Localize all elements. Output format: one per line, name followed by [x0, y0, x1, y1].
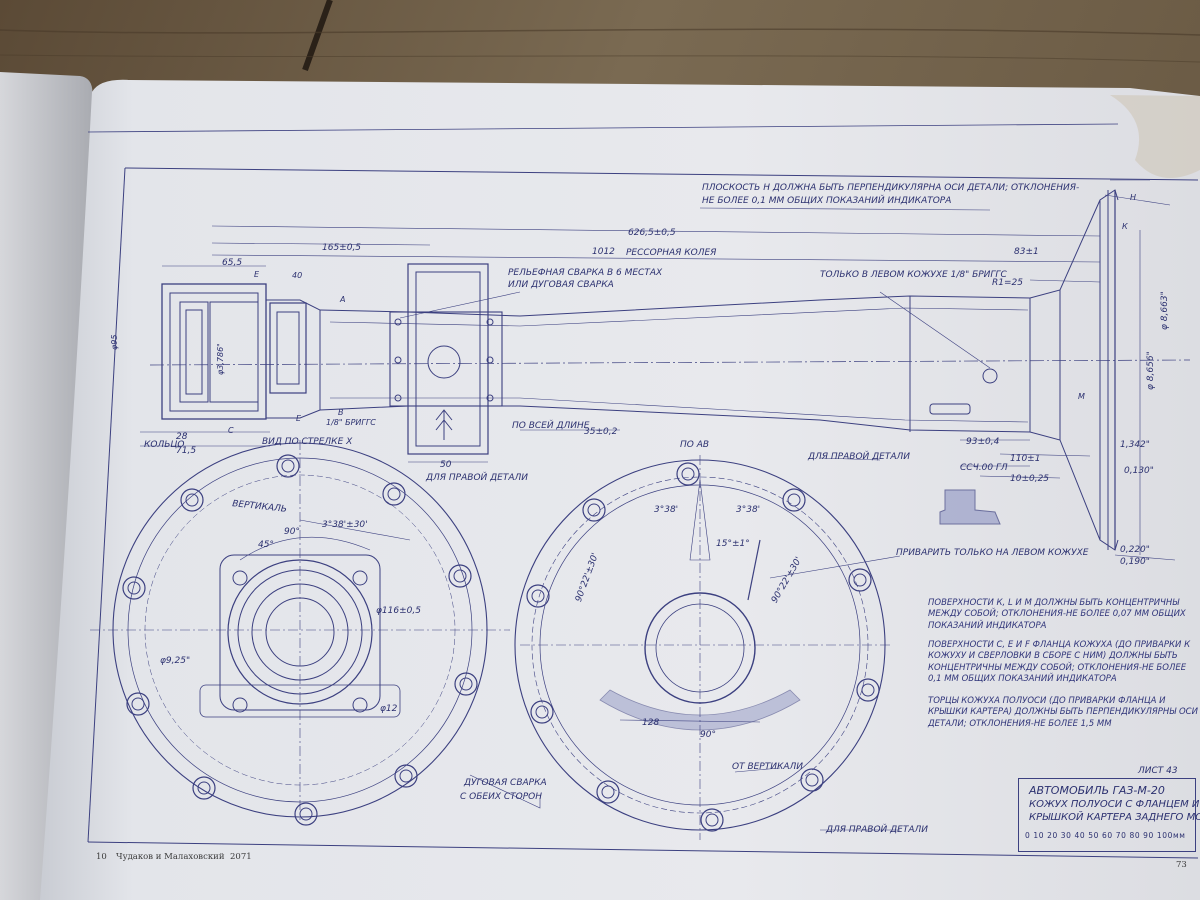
- dim-track: 1012: [592, 247, 615, 257]
- right-part-1: ДЛЯ ПРАВОЙ ДЕТАЛИ: [426, 473, 528, 483]
- right-part-3: ДЛЯ ПРАВОЙ ДЕТАЛИ: [826, 825, 928, 835]
- note-3: ТОРЦЫ КОЖУХА ПОЛУОСИ (ДО ПРИВАРКИ ФЛАНЦА…: [928, 696, 1198, 729]
- weld-label-2: ИЛИ ДУГОВАЯ СВАРКА: [508, 280, 614, 290]
- letter-e-bottom: Е: [296, 414, 302, 423]
- angle-3-38-b2: 3°38': [736, 505, 761, 515]
- view-x-label: ВИД ПО СТРЕЛКЕ X: [262, 437, 353, 447]
- dim-50: 50: [440, 460, 452, 470]
- letter-m: М: [1078, 392, 1085, 401]
- scale-bar: 0 10 20 30 40 50 60 70 80 90 100мм: [1025, 831, 1186, 840]
- dim-110: 110±1: [1010, 454, 1041, 464]
- angle-45: 45°: [258, 540, 274, 550]
- page-number: 73: [1176, 860, 1187, 870]
- dim-d95: φ95: [110, 334, 119, 350]
- note-2: ПОВЕРХНОСТИ С, Е И F ФЛАНЦА КОЖУХА (ДО П…: [928, 640, 1191, 685]
- dim-925: φ9,25": [160, 656, 191, 666]
- dim-65: 65,5: [222, 258, 243, 268]
- note-1: ПОВЕРХНОСТИ К, L И М ДОЛЖНЫ БЫТЬ КОНЦЕНТ…: [928, 598, 1186, 631]
- page-left-number: 10: [96, 852, 107, 862]
- left-only-label: ТОЛЬКО В ЛЕВОМ КОЖУХЕ 1/8" БРИГГС: [820, 270, 1007, 280]
- section-ab-cover: [514, 455, 890, 840]
- letter-e-top: Е: [254, 270, 260, 279]
- dim-overall: 626,5±0,5: [628, 228, 676, 238]
- along-label: ПО ВСЕЙ ДЛИНЕ: [512, 421, 590, 431]
- arc-weld-2: С ОБЕИХ СТОРОН: [460, 792, 542, 802]
- title-block: АВТОМОБИЛЬ ГАЗ-М-20 КОЖУХ ПОЛУОСИ С ФЛАН…: [1018, 778, 1200, 852]
- dim-165: 165±0,5: [322, 243, 362, 253]
- angle-90-left: 90°: [284, 527, 300, 537]
- dim-128: 128: [642, 718, 660, 728]
- dim-1342: 1,342": [1120, 440, 1150, 450]
- dim-93: 93±0,4: [966, 437, 1000, 447]
- axle-housing-side-view: [149, 189, 1191, 551]
- title-line-2: КОЖУХ ПОЛУОСИ С ФЛАНЦЕМ И: [1029, 799, 1200, 810]
- dim-track-label: РЕССОРНАЯ КОЛЕЯ: [626, 248, 717, 258]
- dim-35: 35±0,2: [584, 427, 618, 437]
- footer-publisher: Чудаков и Малаховский: [116, 852, 225, 862]
- letter-c: С: [228, 426, 234, 435]
- dim-8656: φ 8,656": [1146, 351, 1156, 390]
- drawing-frame: [87, 123, 1199, 859]
- letter-b: В: [338, 408, 344, 417]
- right-page: [40, 79, 1200, 900]
- dim-0220: 0,220": [1120, 545, 1150, 555]
- dim-10: 10±0,25: [1010, 474, 1050, 484]
- letter-k: К: [1122, 222, 1128, 231]
- left-page-edge: [0, 72, 93, 900]
- title-line-3: КРЫШКОЙ КАРТЕРА ЗАДНЕГО МОСТА: [1029, 812, 1200, 823]
- angle-90-right: 90°: [700, 730, 716, 740]
- arc-weld-1: ДУГОВАЯ СВАРКА: [464, 778, 547, 788]
- title-line-1: АВТОМОБИЛЬ ГАЗ-М-20: [1029, 784, 1165, 797]
- view-x-flange: [90, 440, 510, 826]
- dim-71: 71,5: [176, 446, 197, 456]
- dim-d3: φ3,786": [216, 343, 225, 375]
- top-note-line1: ПЛОСКОСТЬ Н ДОЛЖНА БЫТЬ ПЕРПЕНДИКУЛЯРНА …: [702, 183, 1080, 193]
- footer-code: 2071: [230, 852, 252, 862]
- weld-left-label: ПРИВАРИТЬ ТОЛЬКО НА ЛЕВОМ КОЖУХЕ: [896, 548, 1089, 558]
- dimension-lines: [140, 179, 1176, 561]
- brigs-label: 1/8" БРИГГС: [326, 418, 376, 427]
- cch-label: ССЧ.00 ГЛ: [960, 463, 1008, 473]
- angle-3-38-b1: 3°38': [654, 505, 679, 515]
- dim-0190: 0,190": [1120, 557, 1150, 567]
- angle-15: 15°±1°: [716, 539, 750, 549]
- sheet-label: ЛИСТ 43: [1138, 766, 1178, 776]
- letter-h: Н: [1130, 193, 1137, 202]
- dim-83: 83±1: [1014, 247, 1039, 257]
- letter-a: А: [340, 295, 346, 304]
- leader-lines: [469, 457, 901, 831]
- rl-label: R1=25: [992, 278, 1023, 288]
- from-vertical-label: ОТ ВЕРТИКАЛИ: [732, 762, 804, 772]
- right-part-2: ДЛЯ ПРАВОЙ ДЕТАЛИ: [808, 452, 910, 462]
- weld-label-1: РЕЛЬЕФНАЯ СВАРКА В 6 МЕСТАХ: [508, 268, 663, 278]
- dim-40: 40: [292, 271, 303, 280]
- angle-3-38: 3°38'±30': [322, 520, 368, 530]
- section-ab-label: ПО АВ: [680, 440, 710, 450]
- dim-0130: 0,130": [1124, 466, 1154, 476]
- dim-8663: φ 8,663": [1160, 291, 1170, 330]
- dim-116: φ116±0,5: [376, 606, 421, 616]
- dim-12: φ12: [380, 704, 398, 714]
- ring-label: КОЛЬЦО: [144, 440, 185, 450]
- dim-28: 28: [176, 432, 188, 442]
- top-note-line2: НЕ БОЛЕЕ 0,1 ММ ОБЩИХ ПОКАЗАНИЙ ИНДИКАТО…: [702, 196, 952, 206]
